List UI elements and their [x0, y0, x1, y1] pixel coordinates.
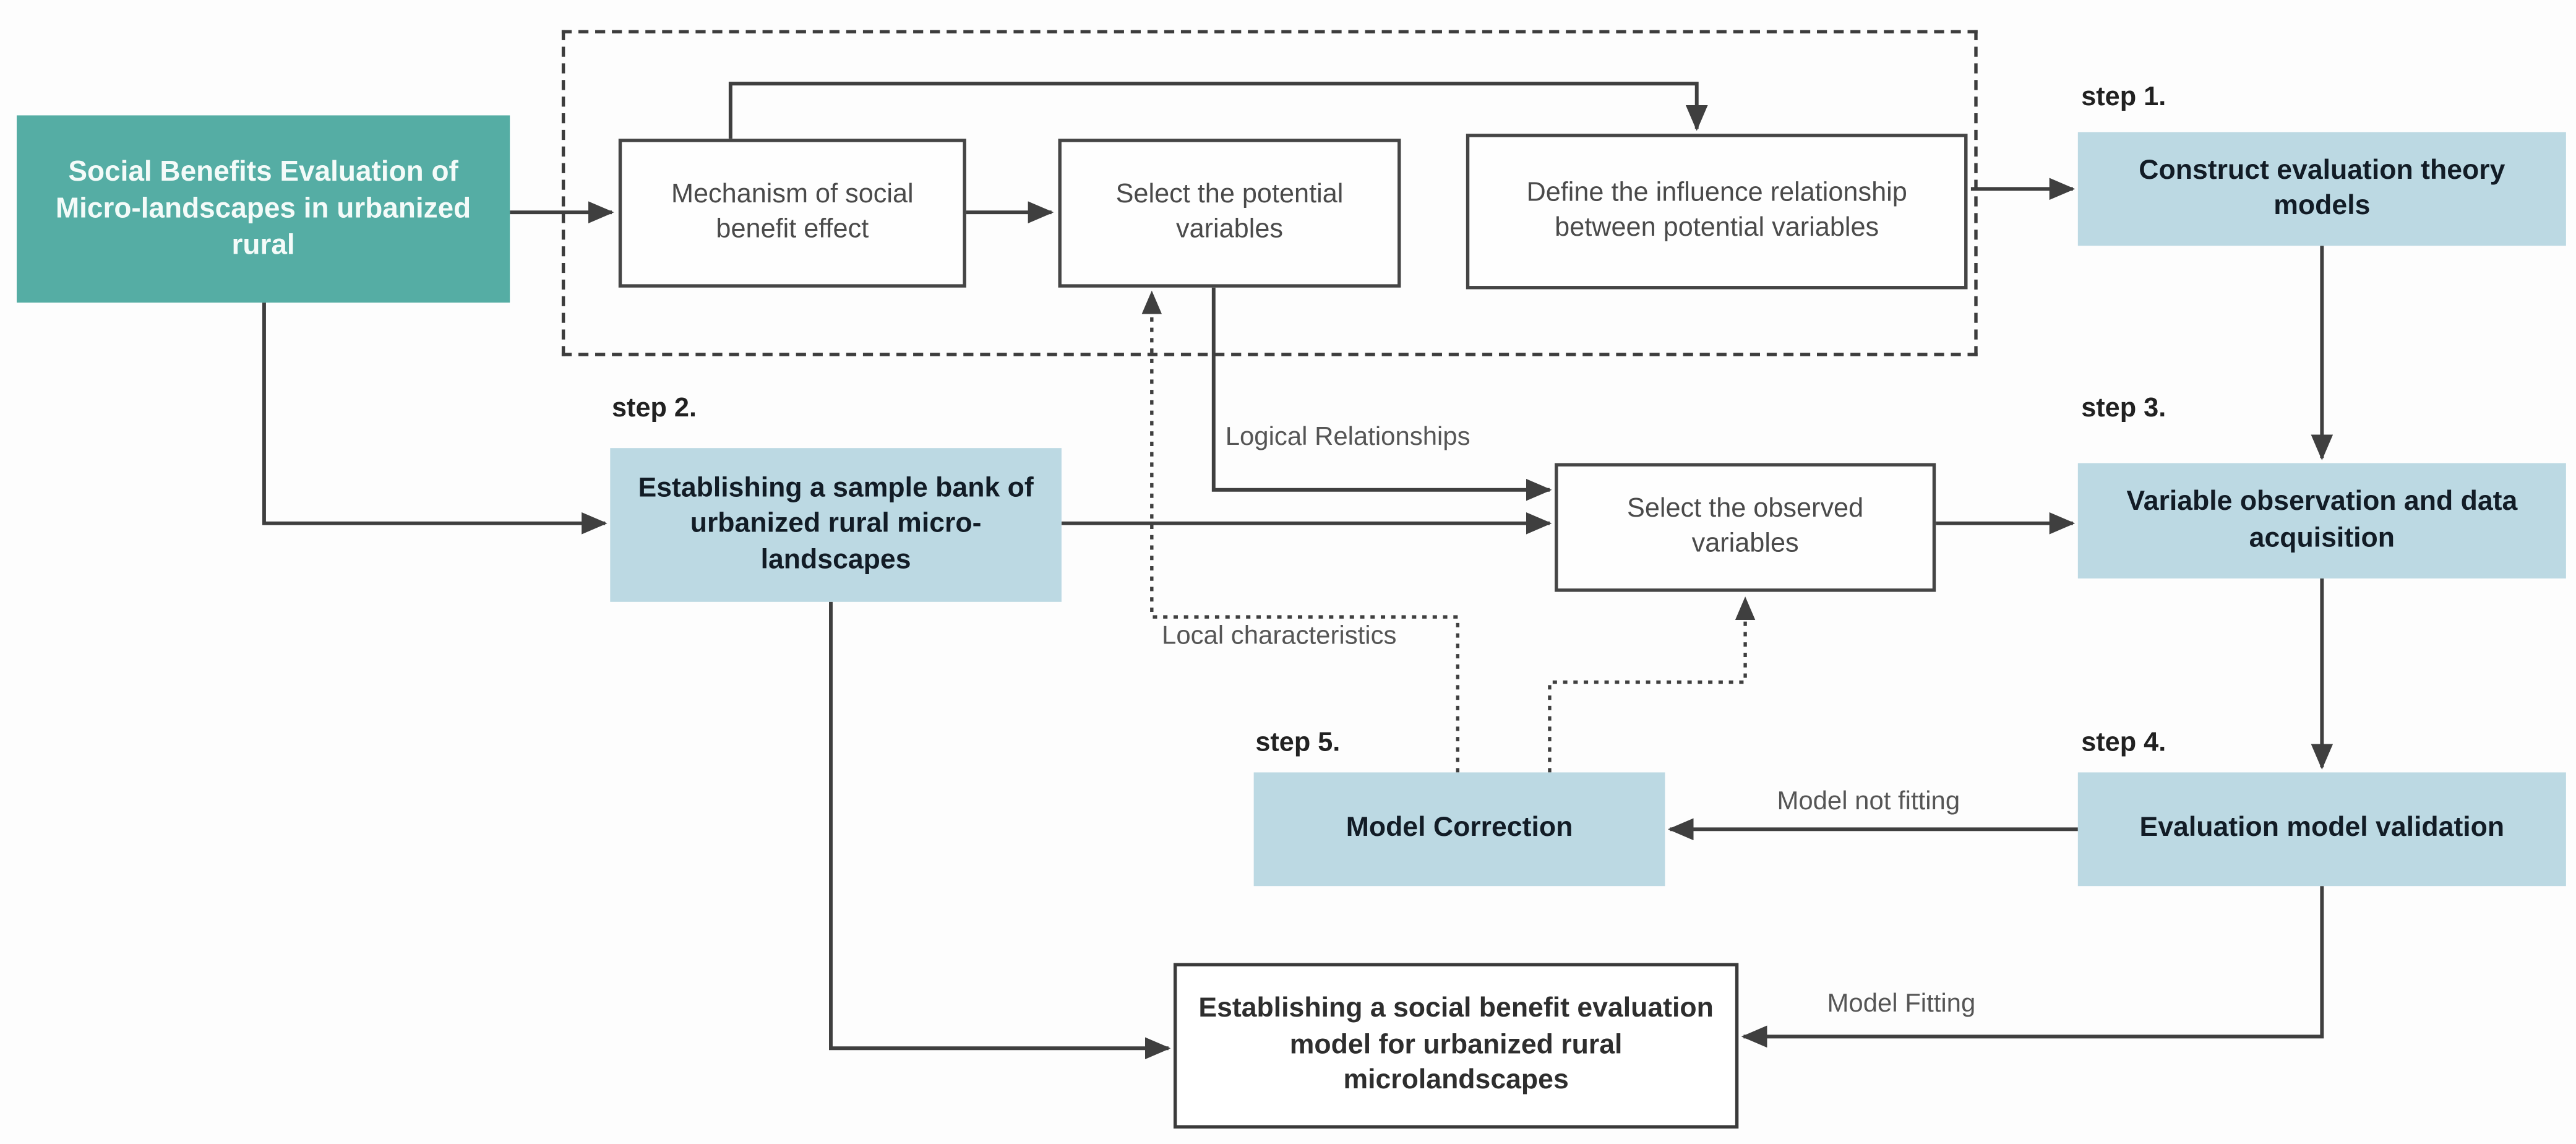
- node-step5-model-correction: Model Correction: [1253, 772, 1665, 887]
- define-influence-label: Define the influence relationship betwee…: [1526, 178, 1907, 242]
- edge-mechanism-feedback-to-define: [728, 82, 1708, 139]
- mechanism-label: Mechanism of social benefit effect: [671, 180, 914, 244]
- final-evaluation-model-label: Establishing a social benefit evaluation…: [1198, 992, 1714, 1096]
- node-observed-variables: Select the observed variables: [1555, 463, 1936, 592]
- theory-group-frame: [561, 30, 1978, 356]
- edge-label-local-characteristics: Local characteristics: [1162, 622, 1397, 651]
- root-topic-label: Social Benefits Evaluation of Micro-land…: [55, 156, 471, 261]
- edge-correction-to-potential-dotted: [1141, 290, 1460, 773]
- edge-root-to-step2: [262, 303, 608, 535]
- edge-step2-to-final: [829, 601, 1171, 1060]
- step2-title: Establishing a sample bank of urbanized …: [638, 473, 1034, 575]
- node-root-topic: Social Benefits Evaluation of Micro-land…: [17, 115, 510, 303]
- edge-step4-to-final: [1741, 886, 2324, 1048]
- step5-label: step 5.: [1255, 729, 1341, 758]
- step5-title: Model Correction: [1346, 813, 1573, 843]
- step4-label: step 4.: [2081, 729, 2166, 758]
- observed-variables-label: Select the observed variables: [1627, 494, 1864, 558]
- step1-label: step 1.: [2081, 84, 2166, 113]
- edge-label-model-not-fitting: Model not fitting: [1777, 787, 1960, 816]
- node-step1-construct-models: Construct evaluation theory models: [2077, 132, 2566, 246]
- node-step3-variable-observation: Variable observation and data acquisitio…: [2077, 463, 2566, 578]
- step4-title: Evaluation model validation: [2139, 813, 2505, 843]
- edge-correction-to-observed-dotted: [1548, 596, 1756, 773]
- step1-title: Construct evaluation theory models: [2139, 155, 2505, 221]
- step3-label: step 3.: [2081, 394, 2166, 423]
- node-potential-variables: Select the potential variables: [1058, 139, 1401, 288]
- node-final-evaluation-model: Establishing a social benefit evaluation…: [1173, 963, 1739, 1129]
- potential-variables-label: Select the potential variables: [1115, 180, 1344, 244]
- edge-label-model-fitting: Model Fitting: [1827, 989, 1976, 1018]
- step3-title: Variable observation and data acquisitio…: [2126, 486, 2518, 553]
- node-step4-model-validation: Evaluation model validation: [2077, 772, 2566, 887]
- edge-label-logical-relationships: Logical Relationships: [1225, 423, 1470, 452]
- node-step2-sample-bank: Establishing a sample bank of urbanized …: [610, 448, 1062, 602]
- node-mechanism: Mechanism of social benefit effect: [618, 139, 966, 288]
- step2-label: step 2.: [612, 394, 697, 423]
- node-define-influence: Define the influence relationship betwee…: [1466, 134, 1968, 290]
